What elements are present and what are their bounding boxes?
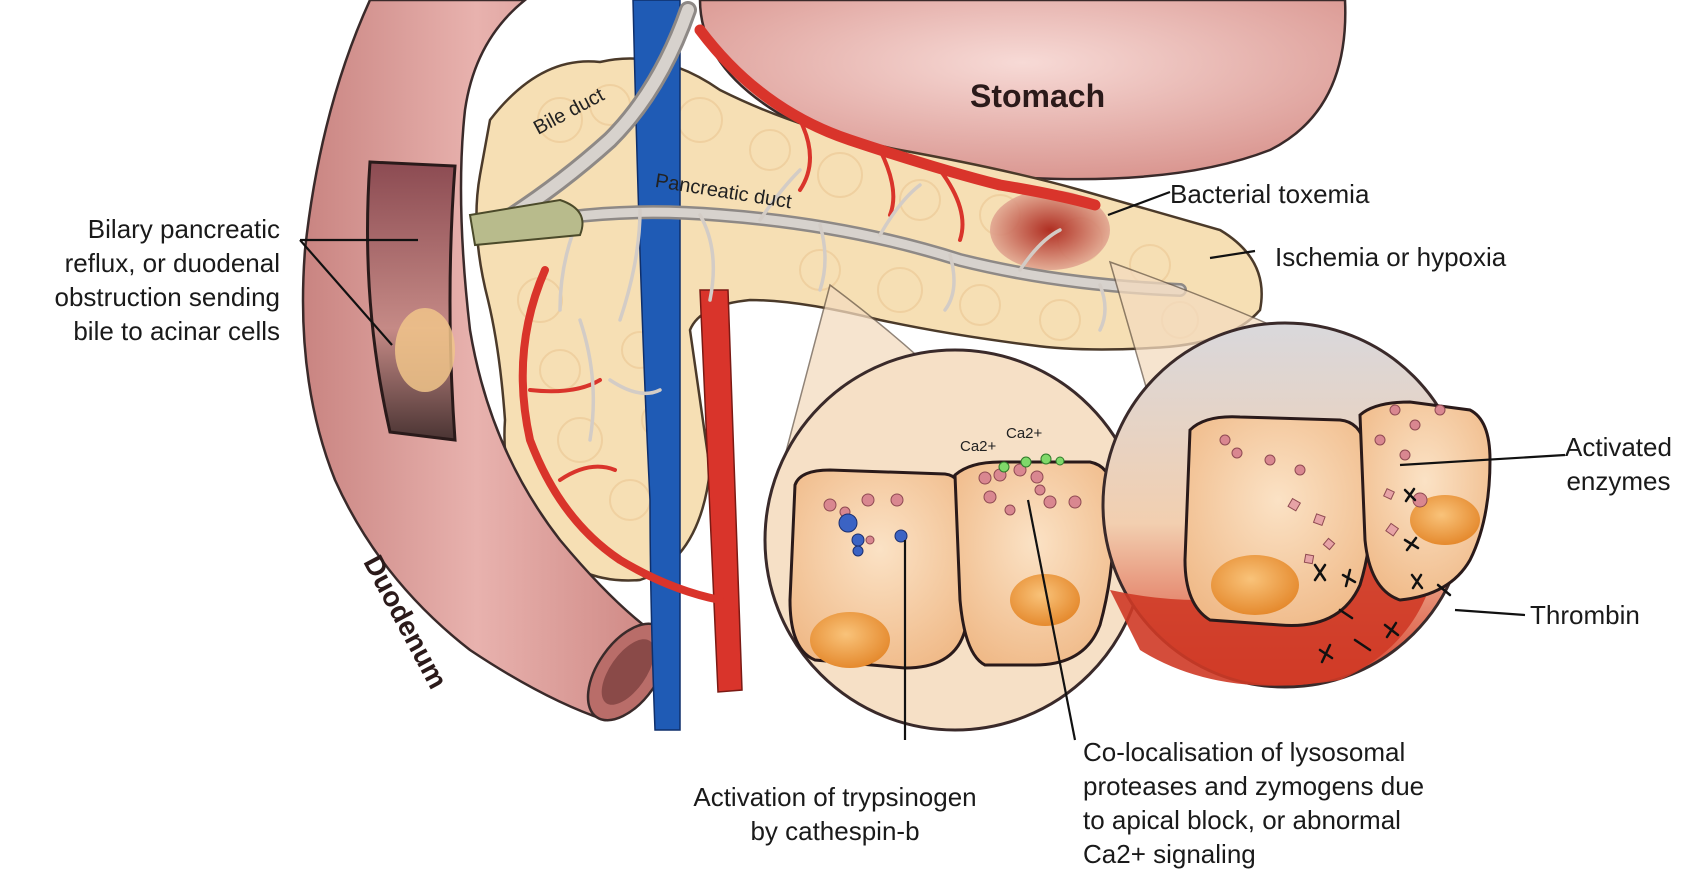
colocalisation-label: Co-localisation of lysosomal proteases a… <box>1083 735 1424 871</box>
stomach-label: Stomach <box>970 78 1105 115</box>
bilary-reflux-label: Bilary pancreatic reflux, or duodenal ob… <box>8 212 280 348</box>
bacterial-toxemia-label: Bacterial toxemia <box>1170 177 1369 211</box>
activated-enzymes-label: Activated enzymes <box>1565 430 1672 498</box>
calcium-label-left: Ca2+ <box>960 438 996 455</box>
ischemia-label: Ischemia or hypoxia <box>1275 240 1506 274</box>
magnified-view-left <box>765 350 1145 730</box>
trypsinogen-label: Activation of trypsinogen by cathespin-b <box>670 780 1000 848</box>
acinar-cell-right <box>955 462 1114 665</box>
magnified-view-right <box>1103 323 1490 687</box>
thrombin-label: Thrombin <box>1530 598 1640 632</box>
calcium-label-right: Ca2+ <box>1006 425 1042 442</box>
